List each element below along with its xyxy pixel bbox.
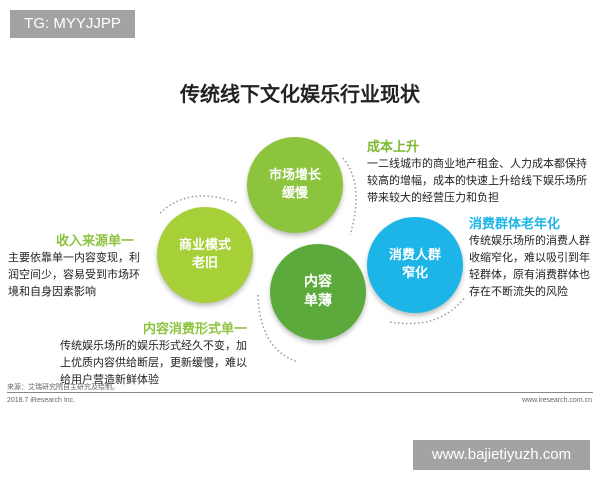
note-line: 境和自身因素影响: [8, 285, 96, 298]
circle-consumer-narrowing: 消费人群窄化: [367, 217, 463, 313]
arrow-arc-bottom-right: [389, 296, 466, 325]
arrow-arc-top-left: [159, 195, 238, 214]
note-income: 收入来源单一 主要依靠单一内容变现，利 润空间少，容易受到市场环 境和自身因素影…: [8, 230, 140, 300]
note-heading: 收入来源单一: [55, 234, 134, 249]
note-cost: 成本上升 一二线城市的商业地产租金、人力成本都保持 较高的增幅，成本的快速上升给…: [367, 136, 587, 206]
note-line: 给用户营造新鲜体验: [60, 373, 159, 386]
site-url: www.iresearch.com.cn: [521, 397, 592, 404]
arrow-arc-top-right: [342, 157, 357, 236]
note-line: 传统娱乐场所的娱乐形式经久不变，加: [60, 339, 247, 352]
note-content: 内容消费形式单一 传统娱乐场所的娱乐形式经久不变，加 上优质内容供给断层，更新缓…: [60, 318, 247, 388]
circle-label: 商业模式: [178, 238, 231, 253]
note-line: 较高的增幅，成本的快速上升给线下娱乐场所: [367, 174, 587, 187]
circle-label: 窄化: [401, 266, 428, 281]
watermark: www.bajietiyuzh.com: [413, 440, 590, 470]
circle-label: 市场增长: [268, 168, 321, 183]
note-heading: 成本上升: [367, 140, 420, 155]
note-aging: 消费群体老年化 传统娱乐场所的消费人群 收缩窄化，难以吸引到年 轻群体，原有消费…: [469, 213, 590, 300]
circle-label: 老旧: [191, 256, 218, 271]
circle-label: 消费人群: [388, 248, 441, 263]
circle-business-model: 商业模式老旧: [157, 207, 253, 303]
note-line: 传统娱乐场所的消费人群: [469, 234, 590, 247]
tg-badge: TG: MYYJJPP: [10, 10, 135, 38]
circle-content-thin: 内容单薄: [270, 244, 366, 340]
note-line: 上优质内容供给断层，更新缓慢，难以: [60, 356, 247, 369]
note-line: 收缩窄化，难以吸引到年: [469, 251, 590, 264]
note-line: 存在不断流失的风险: [469, 285, 568, 298]
note-line: 一二线城市的商业地产租金、人力成本都保持: [367, 157, 587, 170]
circle-label: 内容单薄: [303, 274, 332, 309]
note-heading: 消费群体老年化: [469, 217, 561, 232]
note-heading: 内容消费形式单一: [142, 322, 247, 337]
note-line: 主要依靠单一内容变现，利: [8, 251, 140, 264]
footer-divider: [7, 392, 593, 393]
note-line: 轻群体，原有消费群体也: [469, 268, 590, 281]
note-line: 润空间少，容易受到市场环: [8, 268, 140, 281]
circle-market-growth: 市场增长缓慢: [247, 137, 343, 233]
source-note: 来源：艾瑞研究院自主研究及绘制。: [7, 384, 119, 391]
note-line: 带来较大的经营压力和负担: [367, 191, 499, 204]
circle-label: 缓慢: [281, 186, 308, 201]
copyright: 2018.7 iResearch Inc.: [7, 397, 76, 404]
page-title: 传统线下文化娱乐行业现状: [180, 82, 420, 106]
